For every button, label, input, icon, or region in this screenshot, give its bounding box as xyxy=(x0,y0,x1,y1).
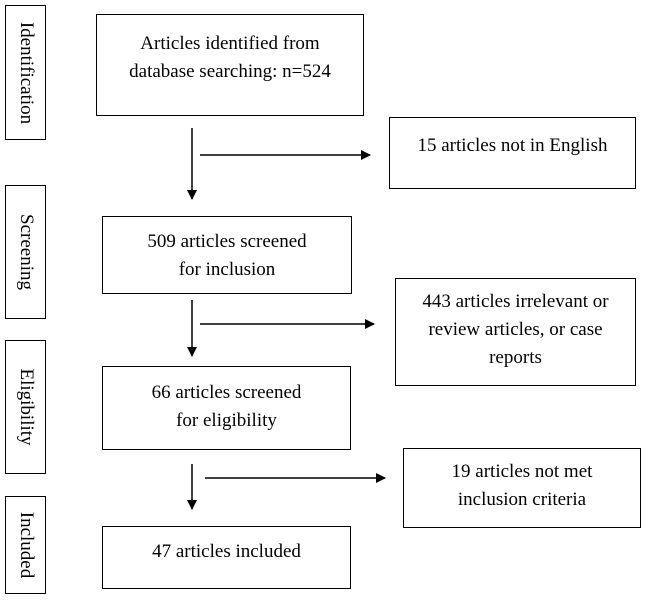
included-text: 47 articles included xyxy=(102,538,351,566)
stage-label-eligibility: Eligibility xyxy=(5,340,46,474)
excluded-irrelevant-line-1: 443 articles irrelevant or xyxy=(422,291,609,312)
included-line-1: 47 articles included xyxy=(152,541,301,562)
excluded-language-text: 15 articles not in English xyxy=(389,132,636,160)
excluded-criteria-line-2: inclusion criteria xyxy=(457,489,587,510)
identified-box xyxy=(96,14,364,116)
excluded-irrelevant-line-3: reports xyxy=(489,347,542,368)
identified-line-2: database searching: n=524 xyxy=(129,61,331,82)
eligible-text: 66 articles screened for eligibility xyxy=(102,379,351,435)
excluded-criteria-line-1: 19 articles not met xyxy=(451,461,593,482)
eligible-box xyxy=(102,366,351,450)
screened-text: 509 articles screened for inclusion xyxy=(102,228,352,284)
excluded-irrelevant-line-2: review articles, or case xyxy=(428,319,603,340)
excluded-language-box xyxy=(389,117,636,189)
included-box xyxy=(102,526,351,589)
excluded-irrelevant-text: 443 articles irrelevant or review articl… xyxy=(395,288,636,372)
eligible-line-1: 66 articles screened xyxy=(151,382,302,403)
excluded-language-line-1: 15 articles not in English xyxy=(417,135,608,156)
screened-line-2: for inclusion xyxy=(178,259,276,280)
excluded-irrelevant-box xyxy=(395,278,636,386)
stage-label-screening: Screening xyxy=(5,185,46,319)
screened-line-1: 509 articles screened xyxy=(147,231,307,252)
stage-label-included: Included xyxy=(5,496,46,594)
excluded-criteria-text: 19 articles not met inclusion criteria xyxy=(403,458,641,514)
excluded-criteria-box xyxy=(403,448,641,528)
identified-line-1: Articles identified from xyxy=(140,33,320,54)
screened-box xyxy=(102,216,352,294)
identified-text: Articles identified from database search… xyxy=(96,30,364,86)
eligible-line-2: for eligibility xyxy=(176,410,277,431)
stage-label-identification: Identification xyxy=(5,5,46,140)
